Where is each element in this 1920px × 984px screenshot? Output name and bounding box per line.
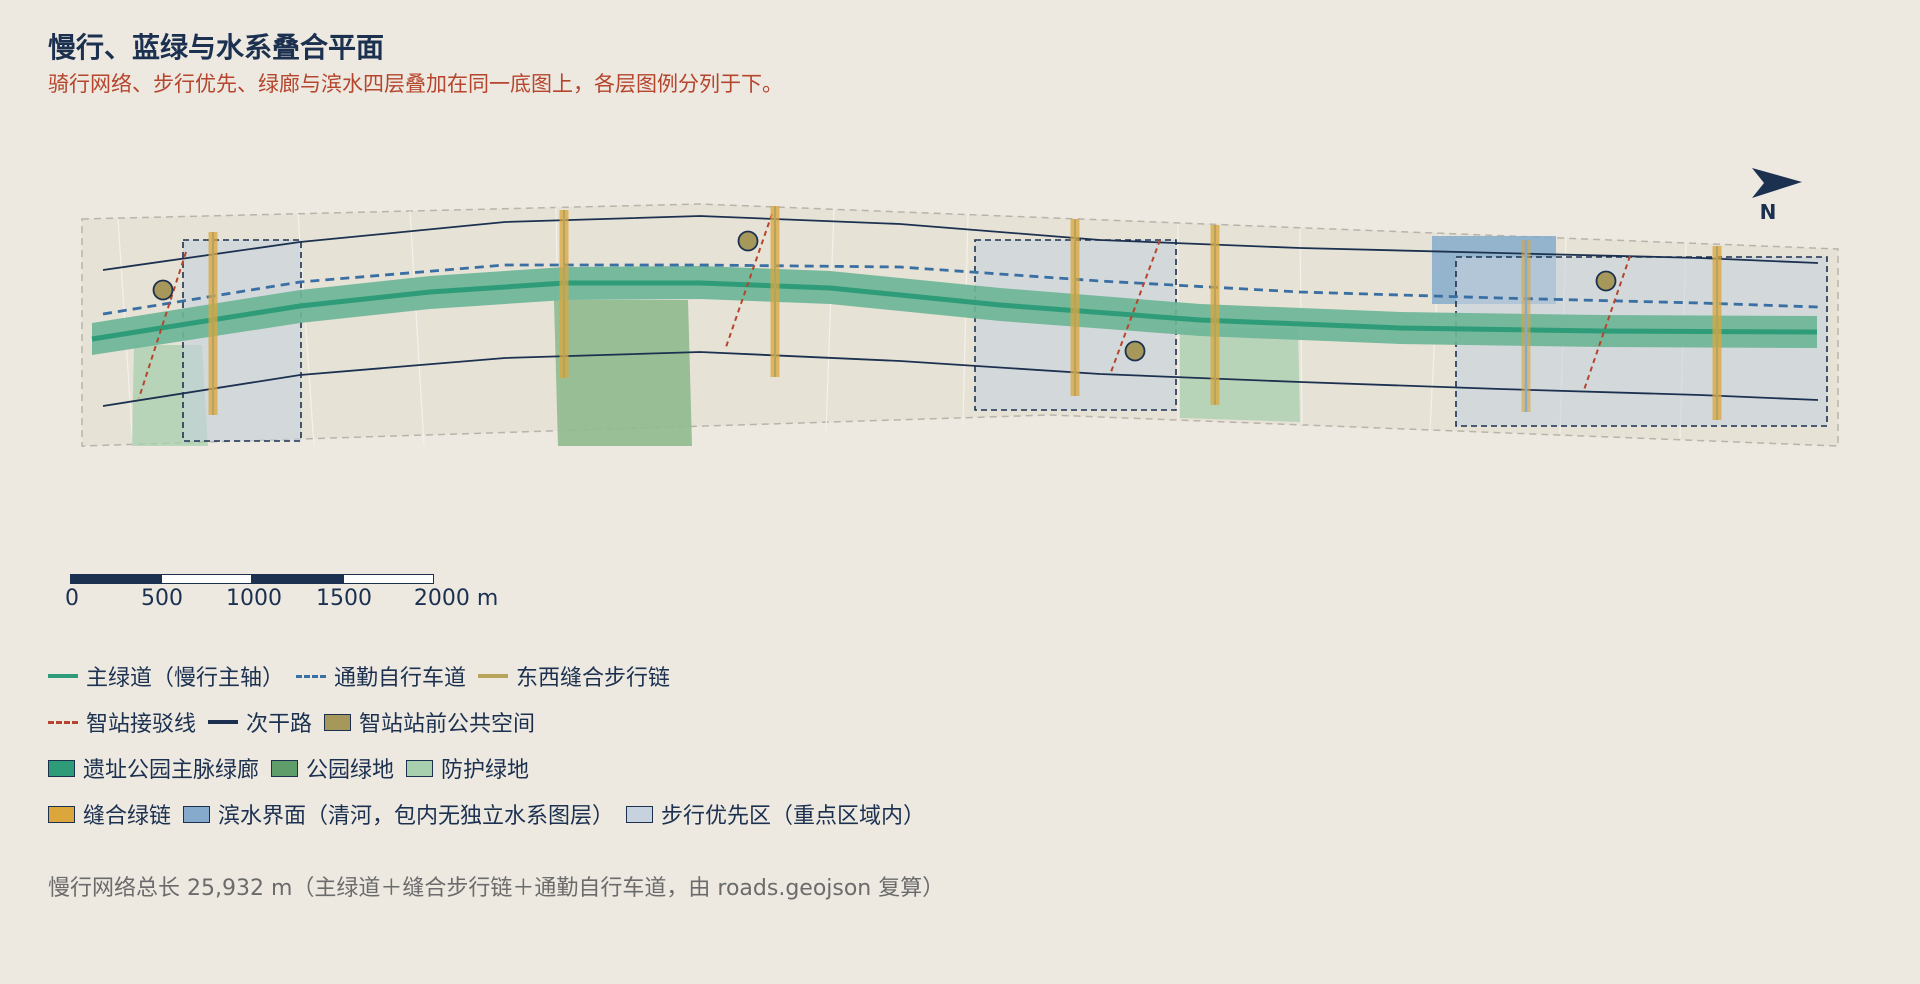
- legend-label: 主绿道（慢行主轴）: [86, 666, 285, 691]
- commute-bike-lane: [102, 263, 1819, 316]
- legend-swatch-line: [48, 720, 78, 724]
- legend-label: 公园绿地: [306, 758, 395, 783]
- legend-swatch-line: [296, 674, 327, 678]
- buffer-green-east: [1180, 328, 1300, 422]
- legend-swatch-box: [48, 759, 75, 777]
- legend: 主绿道（慢行主轴） 通勤自行车道 东西缝合步行链智站接驳线 次干路 智站站前公共空间遗址…: [48, 653, 937, 837]
- legend-row: 主绿道（慢行主轴） 通勤自行车道 东西缝合步行链: [48, 653, 937, 699]
- legend-item: 东西缝合步行链: [478, 660, 670, 692]
- scale-seg-2: [161, 574, 252, 584]
- legend-label: 遗址公园主脉绿廊: [83, 758, 260, 783]
- pedestrian-zone-west: [182, 239, 302, 442]
- overlay-map[interactable]: N: [0, 0, 1920, 480]
- legend-swatch-line: [208, 720, 239, 724]
- station-plaza-2: [737, 230, 759, 252]
- main-greenway-line: [91, 280, 1818, 342]
- scale-label-1000: 1000: [226, 586, 282, 611]
- scale-label-2000: 2000 m: [413, 586, 499, 611]
- station-plaza-4: [1595, 270, 1617, 292]
- legend-item: 防护绿地: [406, 752, 529, 784]
- legend-label: 防护绿地: [441, 758, 530, 783]
- legend-item: 公园绿地: [271, 752, 394, 784]
- scale-label-1500: 1500: [316, 586, 372, 611]
- secondary-road-north: [102, 215, 1819, 271]
- legend-label: 东西缝合步行链: [516, 666, 671, 691]
- scale-seg-3: [252, 574, 343, 584]
- legend-label: 智站站前公共空间: [359, 712, 536, 737]
- legend-label: 步行优先区（重点区域内）: [661, 804, 926, 829]
- legend-swatch-box: [626, 805, 654, 823]
- legend-item: 智站接驳线: [48, 706, 196, 738]
- legend-swatch-box: [183, 805, 211, 823]
- station-plaza-3: [1124, 340, 1146, 362]
- scale-bar: 0 500 1000 1500 2000 m: [65, 574, 498, 614]
- legend-swatch-box: [48, 805, 75, 823]
- legend-swatch-box: [271, 759, 299, 777]
- legend-row: 遗址公园主脉绿廊 公园绿地 防护绿地: [48, 745, 937, 791]
- legend-label: 智站接驳线: [86, 712, 197, 737]
- station-plazas: [152, 230, 1617, 362]
- legend-swatch-line: [48, 674, 78, 678]
- stitch-walk-chains: [208, 206, 1722, 420]
- legend-label: 次干路: [246, 712, 313, 737]
- legend-swatch-box: [324, 713, 352, 731]
- legend-item: 通勤自行车道: [296, 660, 466, 692]
- station-plaza-1: [152, 279, 174, 301]
- legend-swatch-box: [406, 759, 434, 777]
- scale-label-500: 500: [141, 586, 183, 611]
- legend-item: 滨水界面（清河，包内无独立水系图层）: [183, 798, 614, 830]
- legend-label: 缝合绿链: [83, 804, 172, 829]
- secondary-road-south: [102, 351, 1819, 407]
- page-title: 慢行、蓝绿与水系叠合平面: [48, 31, 385, 64]
- legend-item: 主绿道（慢行主轴）: [48, 660, 284, 692]
- park-green-central: [554, 300, 692, 446]
- legend-label: 滨水界面（清河，包内无独立水系图层）: [218, 804, 615, 829]
- legend-item: 智站站前公共空间: [324, 706, 535, 738]
- north-label: N: [1760, 200, 1777, 224]
- legend-swatch-line: [478, 674, 509, 678]
- footnote: 慢行网络总长 25,932 m（主绿道＋缝合步行链＋通勤自行车道，由 roads…: [48, 876, 945, 901]
- legend-item: 次干路: [208, 706, 312, 738]
- legend-row: 缝合绿链 滨水界面（清河，包内无独立水系图层） 步行优先区（重点区域内）: [48, 791, 937, 837]
- legend-item: 缝合绿链: [48, 798, 171, 830]
- scale-label-0: 0: [65, 586, 79, 611]
- scale-seg-4: [343, 574, 434, 584]
- legend-row: 智站接驳线 次干路 智站站前公共空间: [48, 699, 937, 745]
- station-link-lines: [138, 213, 1631, 399]
- page-subtitle: 骑行网络、步行优先、绿廊与滨水四层叠加在同一底图上，各层图例分列于下。: [48, 72, 783, 96]
- north-arrow-icon: [1752, 168, 1802, 198]
- scale-seg-1: [70, 574, 161, 584]
- legend-label: 通勤自行车道: [334, 666, 467, 691]
- legend-item: 遗址公园主脉绿廊: [48, 752, 259, 784]
- legend-item: 步行优先区（重点区域内）: [626, 798, 925, 830]
